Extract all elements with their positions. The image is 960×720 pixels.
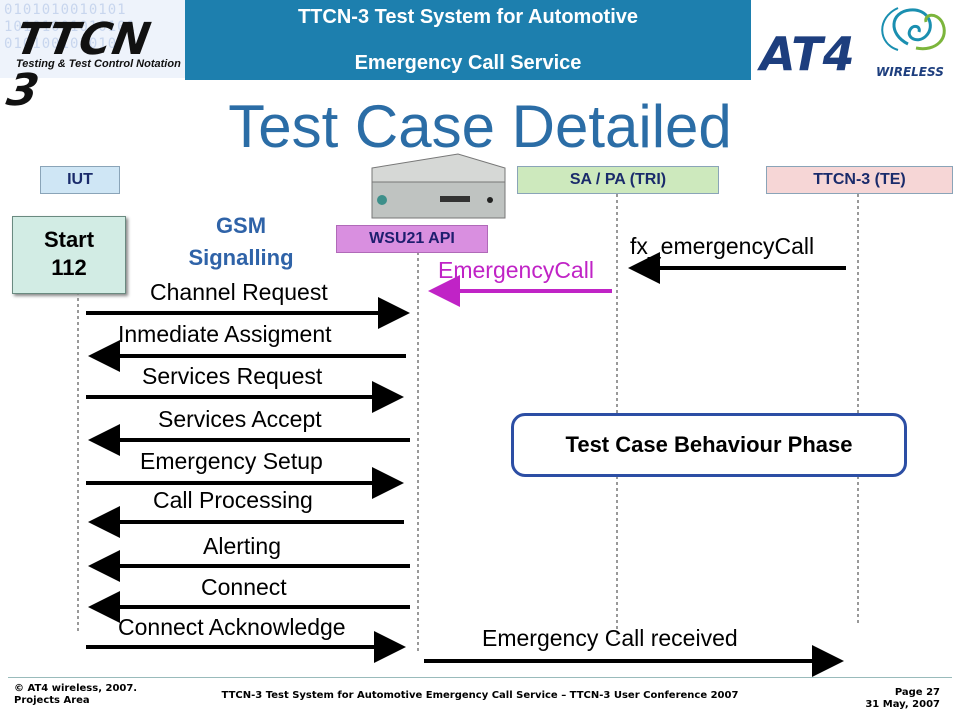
at4-logo-subtitle: WIRELESS [876,65,944,79]
lifeline-header-iut: IUT [40,166,120,194]
footer-divider [8,677,952,678]
start-box-line1: Start [43,227,95,252]
msg-services-request: Services Request [142,363,323,389]
msg-emergency-call: EmergencyCall [438,257,594,283]
footer-page-info: Page 27 31 May, 2007 [840,687,940,711]
at4-logo-wordmark: AT4 [757,27,855,81]
msg-channel-request: Channel Request [150,279,328,305]
start-box-line2: 112 [51,255,87,280]
header-title-line2: Emergency Call Service [354,52,582,74]
footer-left-line1: © AT4 wireless, 2007. [14,683,138,694]
lifeline-header-ttcn3: TTCN-3 (TE) [766,166,953,194]
footer-conference: TTCN-3 Test System for Automotive Emerge… [221,690,739,701]
signalling-label-line1: GSM [215,213,267,238]
lifeline-header-wsu21: WSU21 API [336,225,488,253]
lifeline-header-sa-pa: SA / PA (TRI) [517,166,719,194]
footer-left-line2: Projects Area [14,695,90,706]
msg-alerting: Alerting [203,533,281,559]
footer-copyright: © AT4 wireless, 2007. Projects Area [14,683,137,707]
behaviour-phase-box: Test Case Behaviour Phase [511,413,907,477]
signalling-label-line2: Signalling [188,245,294,270]
ttcn3-logo-tagline: Testing & Test Control Notation [16,58,181,70]
at4-wireless-logo: AT4 WIRELESS [757,4,954,82]
msg-connect: Connect [201,574,287,600]
footer-page-number: Page 27 [894,687,940,698]
msg-emergency-call-received: Emergency Call received [482,625,738,651]
footer-date: 31 May, 2007 [865,699,940,710]
slide-title: Test Case Detailed [228,93,732,160]
header-banner: TTCN-3 Test System for Automotive Emerge… [185,0,751,80]
at4-swirl-icon: AT4 WIRELESS [757,7,946,81]
msg-connect-acknowledge: Connect Acknowledge [118,614,346,640]
msg-services-accept: Services Accept [158,406,322,432]
start-112-box: Start 112 [12,216,126,294]
wsu21-device-icon [371,153,506,219]
msg-call-processing: Call Processing [153,487,313,513]
msg-emergency-setup: Emergency Setup [140,448,323,474]
msg-fx-emergency-call: fx_emergencyCall [630,233,815,259]
msg-immediate-assignment: Inmediate Assigment [118,321,332,347]
header-title-line1: TTCN-3 Test System for Automotive [297,6,639,28]
